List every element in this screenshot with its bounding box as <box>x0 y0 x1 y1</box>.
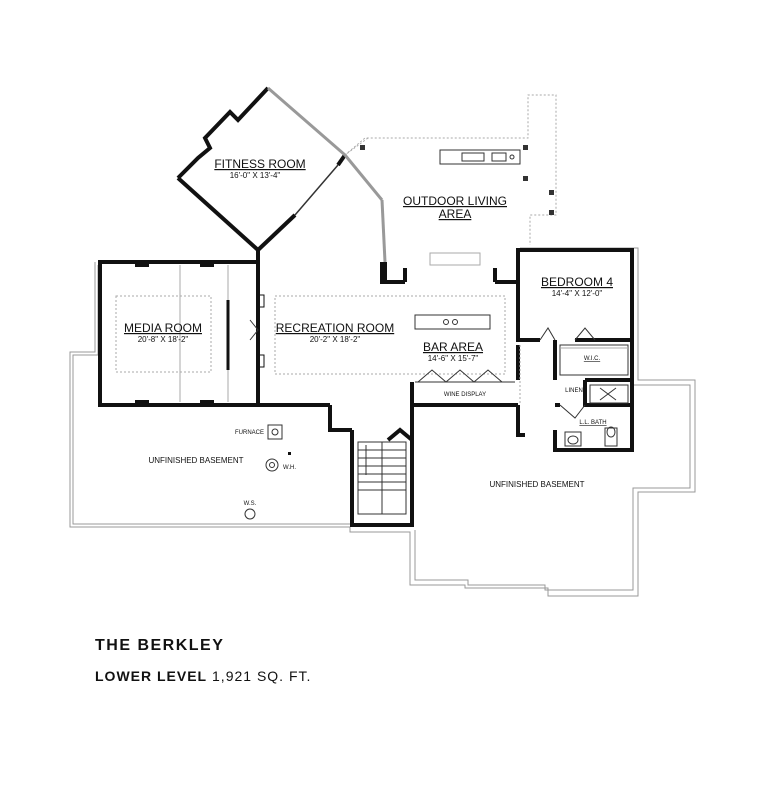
wic-label: W.I.C. <box>584 356 601 362</box>
furnace-label: FURNACE <box>235 430 264 436</box>
fitness-room-walls <box>176 86 347 252</box>
plan-subtitle: LOWER LEVEL 1,921 SQ. FT. <box>95 668 311 684</box>
outdoor-living-outline <box>344 94 557 245</box>
main-walls <box>98 248 634 527</box>
media-room-dims: 20'-8" X 18'-2" <box>138 335 189 344</box>
plan-title: THE BERKLEY <box>95 637 225 654</box>
ws-label: W.S. <box>244 501 257 507</box>
water-softener-icon <box>244 508 256 520</box>
outdoor-posts <box>360 145 554 215</box>
floor-plan: FITNESS ROOM 16'-0" X 13'-4" OUTDOOR LIV… <box>69 86 696 597</box>
fixture-dot <box>288 452 291 455</box>
bedroom-details <box>539 327 629 447</box>
furnace-icon <box>267 424 283 440</box>
media-room-details <box>115 262 265 405</box>
bedroom4-label: BEDROOM 4 <box>541 275 613 289</box>
linen-label: LINEN <box>565 388 583 394</box>
fitness-sliding-door <box>294 164 339 216</box>
fitness-room-windows <box>267 86 387 263</box>
outdoor-kitchen-icon <box>439 149 521 165</box>
recreation-room-dims: 20'-2" X 18'-2" <box>310 335 361 344</box>
bar-area-label: BAR AREA <box>423 340 483 354</box>
ll-bath-label: L.L. BATH <box>579 420 606 426</box>
media-room-label: MEDIA ROOM <box>124 321 202 335</box>
water-heater-icon <box>265 458 279 472</box>
outdoor-living-label-2: AREA <box>439 207 472 221</box>
recreation-room-label: RECREATION ROOM <box>276 321 394 335</box>
fitness-room-dims: 16'-0" X 13'-4" <box>230 171 281 180</box>
level-area: 1,921 SQ. FT. <box>212 668 312 684</box>
unfinished-basement-right-label: UNFINISHED BASEMENT <box>489 480 584 489</box>
stairs <box>357 441 407 515</box>
recreation-room-details <box>274 252 521 405</box>
bar-area-dims: 14'-6" X 15'-7" <box>428 354 479 363</box>
bedroom4-dims: 14'-4" X 12'-0" <box>552 289 603 298</box>
level-name: LOWER LEVEL <box>95 668 208 684</box>
wh-label: W.H. <box>283 465 296 471</box>
outdoor-living-label-1: OUTDOOR LIVING <box>403 194 507 208</box>
unfinished-basement-left-label: UNFINISHED BASEMENT <box>148 456 243 465</box>
wine-display-label: WINE DISPLAY <box>444 392 486 398</box>
fitness-room-label: FITNESS ROOM <box>214 157 305 171</box>
